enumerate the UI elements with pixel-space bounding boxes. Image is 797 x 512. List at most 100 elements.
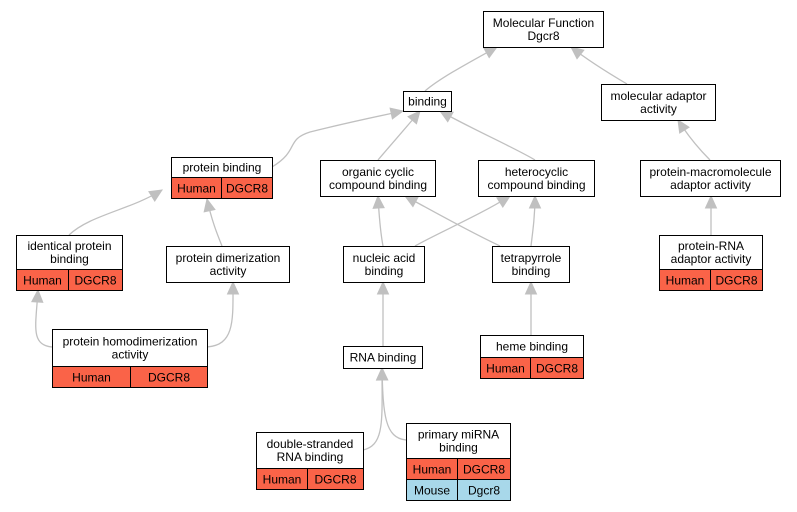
species-label: Mouse [414, 484, 450, 498]
node-label-line: molecular adaptor [610, 89, 706, 103]
arrowhead-heterocyclic-to-binding [438, 110, 454, 123]
node-label-line: nucleic acid [353, 251, 416, 265]
edge-protein-binding-to-binding [271, 110, 404, 168]
node-label-line: compound binding [487, 178, 585, 192]
arrowhead-tetrapyrrole-to-organic-cyclic [403, 195, 419, 208]
node-box [16, 235, 123, 270]
species-label: Human [177, 182, 216, 196]
node-label-line: heterocyclic [505, 165, 568, 179]
gene-cell [710, 269, 763, 291]
node-label-line: activity [112, 348, 149, 362]
arrowhead-protein-macromolecule-to-mol-adaptor [677, 118, 690, 134]
node-label-line: binding [365, 264, 404, 278]
node-label-line: protein-RNA [678, 239, 744, 253]
go-term-node-binding[interactable]: binding [403, 91, 452, 112]
node-label-line: heme binding [496, 340, 568, 354]
arrowhead-identical-protein-to-protein-binding [148, 189, 164, 202]
edge-primary-mirna-to-rna-binding [381, 367, 407, 441]
node-label-line: binding [50, 252, 89, 266]
node-label-line: primary miRNA [418, 428, 499, 442]
node-box [492, 246, 570, 283]
arrowhead-protein-binding-to-binding [389, 107, 405, 120]
gene-label: Dgcr8 [468, 484, 500, 498]
species-label: Human [486, 362, 525, 376]
gene-cell [130, 366, 208, 388]
arrowhead-rna-binding-to-nucleic-acid [376, 280, 390, 295]
node-label-line: RNA binding [350, 351, 417, 365]
arrowhead-primary-mirna-to-rna-binding [375, 366, 389, 381]
node-label-line: compound binding [329, 178, 427, 192]
node-box [483, 11, 604, 48]
node-label-line: activity [210, 264, 247, 278]
node-label-line: adaptor activity [671, 252, 752, 266]
node-label-line: RNA binding [277, 450, 344, 464]
edge-heterocyclic-to-binding [439, 110, 536, 161]
species-label: Human [263, 473, 302, 487]
gene-label: DGCR8 [226, 182, 268, 196]
arrowhead-nucleic-acid-to-organic-cyclic [372, 194, 385, 209]
arrowhead-mol-adaptor-to-mf [570, 46, 585, 60]
gene-label: DGCR8 [536, 362, 578, 376]
species-label: Human [413, 463, 452, 477]
gene-cell [68, 269, 123, 291]
gene-cell [457, 479, 511, 501]
edge-identical-protein-to-protein-binding [68, 189, 163, 236]
node-box [343, 246, 425, 283]
node-label-line: Molecular Function [493, 16, 594, 30]
arrowhead-binding-to-mf [483, 46, 499, 59]
gene-cell [307, 468, 364, 490]
node-label-line: identical protein [27, 239, 111, 253]
species-label: Human [666, 274, 705, 288]
arrowhead-protein-dimerization-to-protein-binding [203, 197, 216, 213]
arrowhead-tetrapyrrole-to-heterocyclic [528, 194, 542, 209]
gene-label: DGCR8 [715, 274, 757, 288]
node-label-line: organic cyclic [342, 165, 414, 179]
arrowhead-heme-binding-to-tetrapyrrole [524, 280, 538, 295]
node-box [601, 84, 716, 121]
arrowhead-organic-cyclic-to-binding [407, 110, 421, 125]
edge-tetrapyrrole-to-organic-cyclic [404, 195, 501, 247]
arrowhead-nucleic-acid-to-heterocyclic [496, 195, 512, 208]
node-label-line: binding [408, 95, 447, 109]
go-term-node-rna-binding[interactable]: RNA binding [343, 346, 423, 369]
gene-label: DGCR8 [148, 371, 190, 385]
node-box [320, 160, 436, 197]
gene-label: DGCR8 [463, 463, 505, 477]
gene-label: DGCR8 [74, 274, 116, 288]
node-box [478, 160, 595, 197]
node-label-line: tetrapyrrole [501, 251, 562, 265]
node-label-line: protein dimerization [176, 251, 281, 265]
node-label-line: Dgcr8 [527, 29, 559, 43]
species-label: Human [23, 274, 62, 288]
gene-label: DGCR8 [314, 473, 356, 487]
gene-cell [530, 357, 584, 379]
node-box [406, 423, 511, 459]
gene-cell [221, 177, 273, 199]
node-label-line: activity [640, 102, 677, 116]
node-label-line: adaptor activity [670, 178, 751, 192]
node-box [659, 235, 763, 270]
node-box [343, 346, 423, 369]
node-label-line: double-stranded [267, 437, 354, 451]
node-label-line: protein-macromolecule [649, 165, 771, 179]
node-label-line: protein binding [183, 161, 262, 175]
node-label-line: binding [512, 264, 551, 278]
node-box [640, 160, 781, 197]
